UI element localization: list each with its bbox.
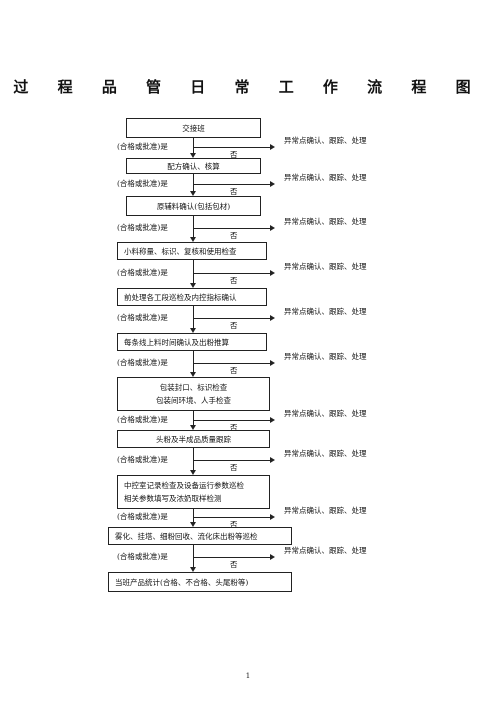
exception-label: 异常点确认、跟踪、处理 [284,173,367,182]
arrow-down-icon [190,372,196,377]
step-box-9: 中控室记录检查及设备运行参数巡检相关参数填写及浓奶取样检测 [117,475,270,509]
connector-line [193,260,194,283]
decision-label: (合格或批准)是 [117,415,168,424]
step-box-2: 配方确认、核算 [126,158,261,174]
no-label: 否 [230,366,238,375]
no-label: 否 [230,150,238,159]
arrow-down-icon [190,153,196,158]
page-number: 1 [245,672,251,680]
no-label: 否 [230,276,238,285]
arrow-right-icon [270,554,275,560]
connector-line [193,509,194,522]
branch-line [193,228,270,229]
step-text: 中控室记录检查及设备运行参数巡检 [124,481,244,490]
connector-line [193,411,194,425]
step-box-4: 小料称量、标识、复核和使用检查 [117,242,267,260]
connector-line [193,351,194,372]
decision-label: (合格或批准)是 [117,552,168,561]
exception-label: 异常点确认、跟踪、处理 [284,409,367,418]
branch-line [193,363,270,364]
arrow-down-icon [190,470,196,475]
arrow-right-icon [270,181,275,187]
decision-label: (合格或批准)是 [117,142,168,151]
branch-line [193,557,270,558]
branch-line [193,420,270,421]
branch-line [193,184,270,185]
connector-line [193,216,194,237]
exception-label: 异常点确认、跟踪、处理 [284,546,367,555]
step-text: 雾化、挂塔、细粉回收、流化床出粉等巡检 [115,531,258,541]
arrow-right-icon [270,144,275,150]
step-text: 配方确认、核算 [167,161,220,171]
step-text: 前处理各工段巡检及内控指标确认 [124,292,237,302]
arrow-down-icon [190,567,196,572]
arrow-right-icon [270,457,275,463]
decision-label: (合格或批准)是 [117,179,168,188]
decision-label: (合格或批准)是 [117,455,168,464]
arrow-right-icon [270,417,275,423]
no-label: 否 [230,321,238,330]
step-text: 每条线上料时间确认及出粉推算 [124,337,229,347]
step-box-1: 交接班 [126,118,261,138]
no-label: 否 [230,463,238,472]
arrow-right-icon [270,514,275,520]
branch-line [193,517,270,518]
branch-line [193,273,270,274]
arrow-down-icon [190,191,196,196]
decision-label: (合格或批准)是 [117,358,168,367]
connector-line [193,448,194,470]
arrow-right-icon [270,315,275,321]
arrow-down-icon [190,328,196,333]
connector-line [193,174,194,191]
step-text: 当班产品统计(合格、不合格、头尾粉等) [115,577,249,587]
no-label: 否 [230,423,238,432]
step-box-3: 原辅料确认(包括包材) [126,196,261,216]
branch-line [193,460,270,461]
exception-label: 异常点确认、跟踪、处理 [284,217,367,226]
step-text: 头粉及半成品质量跟踪 [156,434,231,444]
step-text: 交接班 [182,123,205,133]
no-label: 否 [230,187,238,196]
decision-label: (合格或批准)是 [117,223,168,232]
step-box-8: 头粉及半成品质量跟踪 [117,430,270,448]
arrow-down-icon [190,283,196,288]
step-box-11: 当班产品统计(合格、不合格、头尾粉等) [108,572,292,592]
connector-line [193,138,194,153]
decision-label: (合格或批准)是 [117,268,168,277]
step-box-5: 前处理各工段巡检及内控指标确认 [117,288,267,306]
arrow-right-icon [270,270,275,276]
page-title: 过 程 品 管 日 常 工 作 流 程 图 [13,78,483,96]
arrow-right-icon [270,360,275,366]
exception-label: 异常点确认、跟踪、处理 [284,449,367,458]
step-box-10: 雾化、挂塔、细粉回收、流化床出粉等巡检 [108,527,292,545]
step-text: 相关参数填写及浓奶取样检测 [124,494,222,503]
arrow-down-icon [190,425,196,430]
exception-label: 异常点确认、跟踪、处理 [284,262,367,271]
exception-label: 异常点确认、跟踪、处理 [284,307,367,316]
connector-line [193,545,194,567]
branch-line [193,147,270,148]
step-text: 原辅料确认(包括包材) [156,201,231,211]
branch-line [193,318,270,319]
exception-label: 异常点确认、跟踪、处理 [284,352,367,361]
decision-label: (合格或批准)是 [117,512,168,521]
step-box-6: 每条线上料时间确认及出粉推算 [117,333,267,351]
arrow-down-icon [190,522,196,527]
exception-label: 异常点确认、跟踪、处理 [284,506,367,515]
arrow-down-icon [190,237,196,242]
decision-label: (合格或批准)是 [117,313,168,322]
step-text: 包装封口、标识检查 [159,383,228,392]
arrow-right-icon [270,225,275,231]
no-label: 否 [230,520,238,529]
no-label: 否 [230,560,238,569]
step-box-7: 包装封口、标识检查包装间环境、人手检查 [117,377,270,411]
no-label: 否 [230,231,238,240]
connector-line [193,306,194,328]
step-text: 包装间环境、人手检查 [156,396,231,405]
step-text: 小料称量、标识、复核和使用检查 [124,246,237,256]
exception-label: 异常点确认、跟踪、处理 [284,136,367,145]
